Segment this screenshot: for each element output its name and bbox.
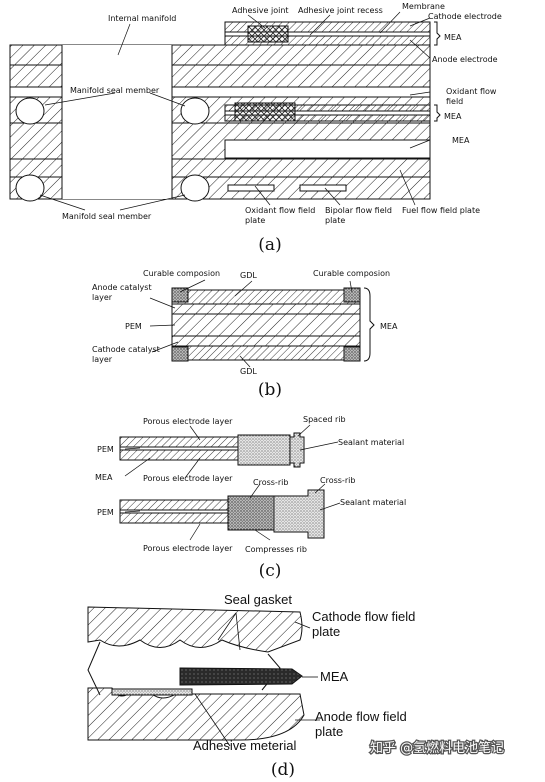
label-mea-mid: MEA <box>444 112 462 121</box>
cathode-catalyst-layer <box>171 335 361 347</box>
label-gdl-bottom: GDL <box>240 367 257 376</box>
anode-flow-field-plate <box>87 687 305 741</box>
mea-mid-lower <box>224 114 431 122</box>
manifold-seal-member-right-bottom <box>180 174 210 202</box>
caption-c: (c) <box>259 561 282 581</box>
label-cross-rib-2: Cross-rib <box>320 476 355 485</box>
channel-2 <box>299 184 347 192</box>
compresses-rib <box>227 495 275 531</box>
label-curable-composion-left: Curable composion <box>143 269 220 278</box>
label-mea-d: MEA <box>320 669 349 684</box>
label-porous-electrode-layer-1: Porous electrode layer <box>143 417 233 426</box>
label-pem-b: PEM <box>125 322 142 331</box>
label-mea-top: MEA <box>444 33 462 42</box>
label-manifold-seal-member-top: Manifold seal member <box>70 86 160 95</box>
label-membrane: Membrane <box>402 2 445 11</box>
label-sealant-material-1: Sealant material <box>338 438 404 447</box>
watermark-text: 知乎 @氢燃料电池笔记 <box>370 740 504 756</box>
curable-composion-right-bottom <box>343 346 361 362</box>
label-pem-c2: PEM <box>97 508 114 517</box>
label-mea-b: MEA <box>380 322 398 331</box>
gdl-top <box>171 289 361 305</box>
caption-b: (b) <box>258 380 282 400</box>
anode-electrode-layer <box>224 35 431 46</box>
watermark: 知乎 @氢燃料电池笔记 <box>369 739 506 758</box>
label-internal-manifold: Internal manifold <box>108 14 176 23</box>
anode-catalyst-layer <box>171 303 361 315</box>
label-mea-c: MEA <box>95 473 113 482</box>
label-adhesive-joint-recess: Adhesive joint recess <box>298 6 383 15</box>
label-manifold-seal-member-bottom: Manifold seal member <box>62 212 152 221</box>
curable-composion-right-top <box>343 287 361 303</box>
label-curable-composion-right: Curable composion <box>313 269 390 278</box>
label-porous-electrode-layer-2: Porous electrode layer <box>143 474 233 483</box>
label-adhesive-meterial: Adhesive meterial <box>193 738 296 753</box>
label-porous-electrode-layer-3: Porous electrode layer <box>143 544 233 553</box>
label-fuel-flow-field-plate: Fuel flow field plate <box>402 206 480 215</box>
channel-1 <box>227 184 275 192</box>
adhesive-meterial <box>111 688 193 696</box>
manifold-seal-member-left-bottom <box>15 174 45 202</box>
label-mea-low: MEA <box>452 136 470 145</box>
adhesive-joint-mid <box>234 102 296 122</box>
label-spaced-rib: Spaced rib <box>303 415 346 424</box>
sealant-lower <box>273 489 325 539</box>
panel-b: Curable composion GDL Curable composion … <box>92 269 398 400</box>
mea-d <box>179 667 303 686</box>
caption-a: (a) <box>258 235 281 255</box>
cathode-flow-field-plate <box>87 606 303 653</box>
caption-d: (d) <box>271 760 295 780</box>
label-compresses-rib: Compresses rib <box>245 545 307 554</box>
label-seal-gasket: Seal gasket <box>224 592 292 607</box>
panel-c: Porous electrode layer Spaced rib PEM Se… <box>95 415 406 581</box>
manifold-seal-member-left-top <box>15 97 45 125</box>
gdl-bottom <box>171 345 361 361</box>
spaced-rib <box>289 432 305 468</box>
label-anode-electrode: Anode electrode <box>432 55 498 64</box>
label-cathode-electrode: Cathode electrode <box>428 12 502 21</box>
label-sealant-material-2: Sealant material <box>340 498 406 507</box>
sealant-upper <box>237 434 291 466</box>
curable-composion-left-bottom <box>171 346 189 362</box>
internal-manifold <box>62 45 172 199</box>
panel-a: Internal manifold Adhesive joint Adhesiv… <box>9 2 502 255</box>
label-gdl-top: GDL <box>240 271 257 280</box>
label-adhesive-joint: Adhesive joint <box>232 6 289 15</box>
curable-composion-left-top <box>171 287 189 303</box>
pem <box>171 313 361 337</box>
label-pem-c1: PEM <box>97 445 114 454</box>
adhesive-joint <box>247 25 289 43</box>
label-cross-rib-1: Cross-rib <box>253 478 288 487</box>
mea-low <box>224 139 431 159</box>
manifold-seal-member-right-top <box>180 97 210 125</box>
